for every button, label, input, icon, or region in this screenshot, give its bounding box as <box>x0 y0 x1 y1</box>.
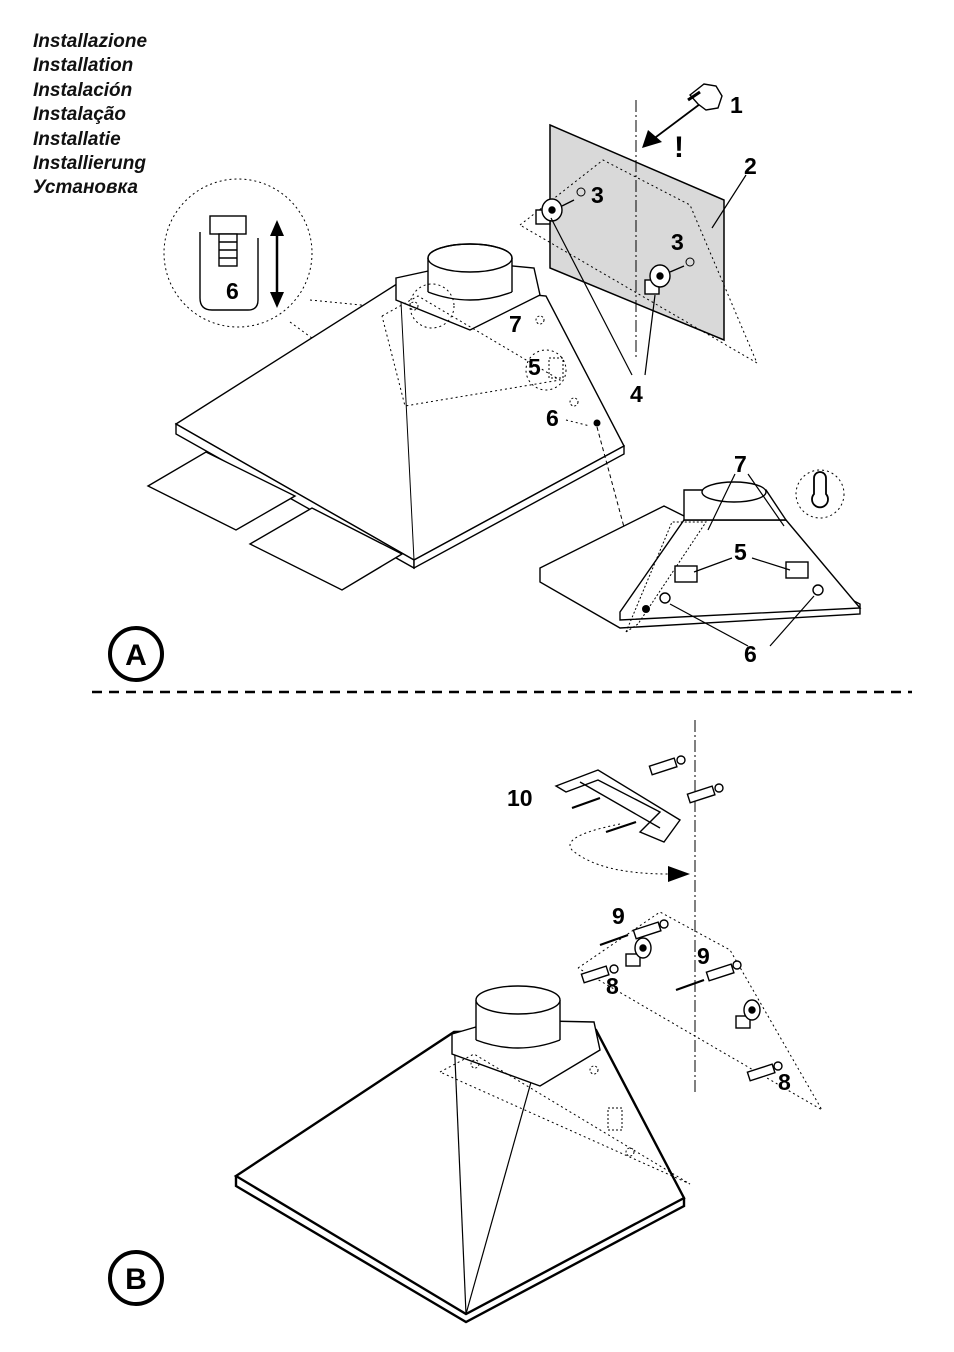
hole-6-underside-right <box>812 584 824 596</box>
callout-4: 4 <box>630 381 643 407</box>
slot-5-underside-left <box>674 565 698 583</box>
screw-b2 <box>605 820 637 834</box>
wall-bracket-left <box>535 198 575 225</box>
bracket-arrow-head <box>668 866 690 882</box>
hood-b-hole-right <box>589 1065 599 1075</box>
arrow-head-to-wall <box>642 130 662 148</box>
filter-a-right <box>248 507 404 591</box>
callout-9-left: 9 <box>612 903 625 929</box>
section-a-label: A <box>125 639 147 672</box>
section-b-label: B <box>125 1263 147 1296</box>
hood-a-hole-bottom <box>569 397 579 407</box>
hole-6-underside-left <box>659 592 671 604</box>
wall-bracket-right <box>644 264 685 295</box>
wall-plugs-9 <box>599 919 742 992</box>
callout-7-hood-a: 7 <box>509 311 522 337</box>
slot-5-underside-right <box>785 561 809 579</box>
wall-panel <box>549 123 725 342</box>
title-dutch: Installatie <box>33 128 121 150</box>
callout-6-underside: 6 <box>744 641 757 667</box>
callout-8-right: 8 <box>778 1069 791 1095</box>
slot-5-hood-a <box>548 357 564 379</box>
hood-b-collar <box>451 985 601 1087</box>
keyhole-icon <box>811 471 829 509</box>
callout-2: 2 <box>744 153 757 179</box>
hood-b-slot <box>607 1107 623 1131</box>
leader-6-hood-a <box>565 419 591 427</box>
wall-projection-outline <box>519 159 759 365</box>
callout-9-right: 9 <box>697 943 710 969</box>
underside-leader-7a <box>707 473 736 531</box>
hand-with-pencil-icon <box>687 83 723 111</box>
hood-a-underside <box>539 481 862 629</box>
wall-b-projection <box>577 911 824 1112</box>
zoom-circle-small <box>409 283 455 329</box>
title-german: Installierung <box>33 153 146 175</box>
section-a-badge <box>108 626 164 682</box>
support-bracket-10 <box>554 769 682 843</box>
leader-4-right <box>644 294 656 376</box>
hood-a-projection <box>381 295 562 407</box>
leader-5-left <box>693 557 733 573</box>
screw-dashed-path <box>596 426 646 606</box>
arrow-to-wall <box>651 103 701 141</box>
wall-hole-left <box>576 187 586 197</box>
title-english: Installation <box>33 55 134 77</box>
underside-leader-7b <box>747 473 785 527</box>
screw-point <box>593 419 601 427</box>
callout-3-left: 3 <box>591 182 604 208</box>
title-italian: Installazione <box>33 31 148 52</box>
bracket-dashed-path <box>569 823 669 875</box>
title-portuguese: Instalação <box>33 104 126 126</box>
wall-clip-left <box>625 937 652 967</box>
adjustment-screw-detail <box>199 215 259 311</box>
leader-4-left <box>550 217 633 376</box>
leader-6-left <box>669 603 749 647</box>
screw-b1 <box>571 796 601 810</box>
title-russian: Установка <box>33 177 138 199</box>
callout-1: 1 <box>730 92 743 118</box>
callout-7-underside: 7 <box>734 451 747 477</box>
hood-b-edge <box>453 1035 467 1315</box>
section-b-badge <box>108 1250 164 1306</box>
hood-a-hole-left <box>409 301 419 311</box>
callout-6-hood-a: 6 <box>546 405 559 431</box>
warning-mark: ! <box>674 131 684 164</box>
keyhole-zoom <box>795 469 845 519</box>
leader-2 <box>711 174 747 229</box>
wall-plugs-8 <box>580 964 783 1082</box>
hole-6-underside-dot <box>642 605 650 613</box>
underside-dotted-border <box>625 521 707 633</box>
callout-5-underside: 5 <box>734 539 747 565</box>
wall-hole-right <box>685 257 695 267</box>
callout-3-right: 3 <box>671 229 684 255</box>
callout-6-zoom: 6 <box>226 278 239 304</box>
leader-6-right <box>769 595 815 647</box>
installation-title-list: Installazione Installation Instalación I… <box>33 30 147 201</box>
up-down-arrow-icon <box>270 220 284 308</box>
callout-8-left: 8 <box>606 973 619 999</box>
hood-b-hole-left <box>470 1059 480 1069</box>
callout-10: 10 <box>507 785 533 811</box>
filter-a-left <box>146 451 297 531</box>
title-spanish: Instalación <box>33 79 133 101</box>
zoom-circle-screw <box>163 178 313 328</box>
leader-5-right <box>751 557 791 571</box>
wall-plugs-top <box>648 755 724 804</box>
hood-b-edge-right <box>465 1049 541 1315</box>
hood-b-hole-bottom <box>625 1147 635 1157</box>
zoom-circle-5 <box>525 349 567 391</box>
callout-5-hood-a: 5 <box>528 354 541 380</box>
hood-a-hole-right <box>535 315 545 325</box>
wall-clip-right <box>735 999 761 1029</box>
